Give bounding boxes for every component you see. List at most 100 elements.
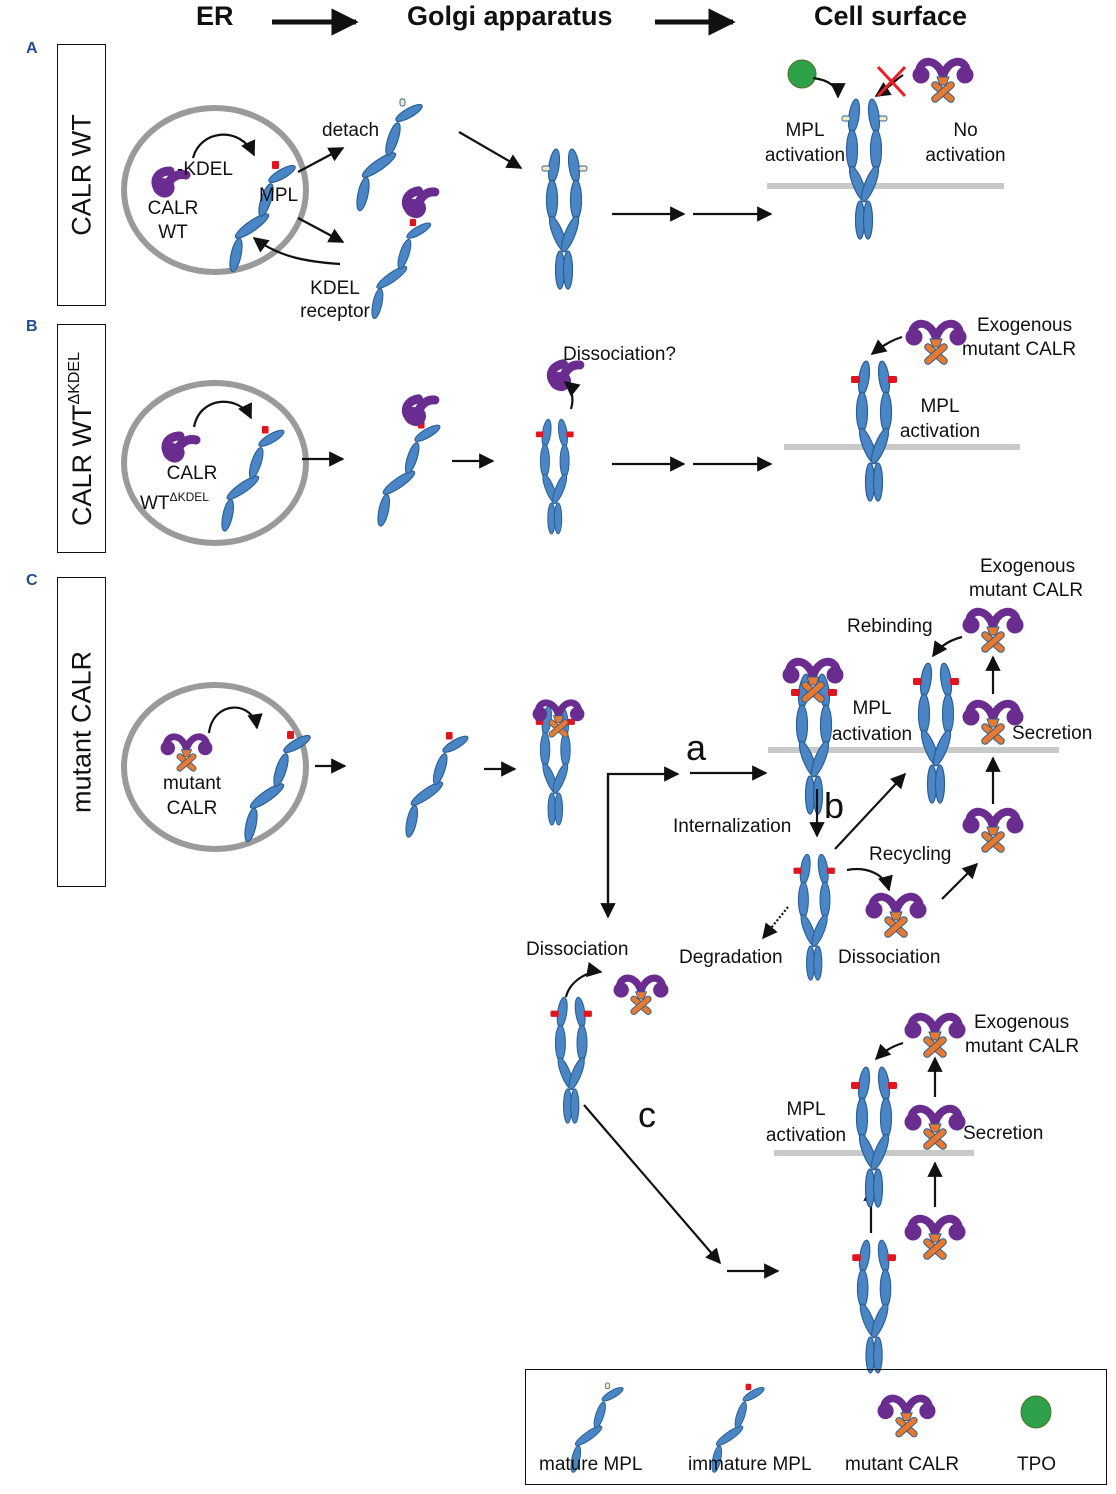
degradation-label: Degradation bbox=[679, 947, 783, 968]
internalization-label: Internalization bbox=[673, 816, 792, 837]
exogenous-label-line2: mutant CALR bbox=[962, 339, 1077, 360]
path-c-arrow bbox=[583, 1104, 722, 1265]
exogenous-bottom-label-line1: Exogenous bbox=[974, 1012, 1070, 1033]
detach-label: detach bbox=[322, 120, 380, 141]
mutant-calr-bound-glyph bbox=[533, 703, 585, 735]
exogenous-binding-arrow-c bbox=[874, 1041, 904, 1061]
legend: mature MPL immature MPL mutant CALR TPO bbox=[525, 1369, 1107, 1485]
dissociation-right-label: Dissociation bbox=[838, 947, 941, 968]
recycling-label: Recycling bbox=[869, 844, 952, 865]
exogenous-binding-arrow-b bbox=[870, 335, 903, 355]
panel-letter-a: A bbox=[26, 40, 38, 57]
mutant-calr-glyph bbox=[905, 1109, 966, 1146]
wt-deltakdel-label: WTΔKDEL bbox=[140, 486, 209, 515]
immature-mpl-glyph bbox=[376, 421, 442, 527]
path-a-label: a bbox=[686, 727, 707, 768]
mutant-calr-glyph bbox=[906, 324, 967, 361]
dissociated-mpl-dimer bbox=[551, 997, 592, 1123]
stage-header-golgi: Golgi apparatus bbox=[407, 1, 613, 31]
binding-arrow-b bbox=[192, 400, 252, 428]
block-x-icon bbox=[876, 65, 907, 98]
exogenous-mutant-calr-glyph bbox=[905, 1017, 966, 1054]
secretion-top-label: Secretion bbox=[1012, 723, 1093, 744]
cell-membrane-a bbox=[767, 183, 1004, 189]
recycling-arrow bbox=[846, 867, 893, 892]
wt-label: WT bbox=[140, 493, 170, 514]
kdel-label: -KDEL bbox=[177, 159, 233, 180]
panel-b-label: CALR WTΔKDEL bbox=[66, 352, 98, 526]
stage-header-cell-surface: Cell surface bbox=[814, 1, 968, 31]
immature-mpl-dimer-golgi bbox=[536, 419, 574, 534]
internalized-mpl-dimer bbox=[794, 854, 835, 980]
mutant-label: mutant bbox=[162, 773, 222, 794]
immature-mpl-glyph bbox=[404, 732, 470, 838]
panel-a-label-box: CALR WT bbox=[57, 44, 106, 306]
exogenous-mutant-calr-glyph bbox=[963, 612, 1024, 649]
wt-label: WT bbox=[158, 222, 188, 243]
branch-arrow-a bbox=[606, 766, 680, 915]
tpo-binding-arrow bbox=[812, 76, 846, 99]
dissociation-arrow-left bbox=[564, 961, 603, 998]
mpl-activation-top-label-line1: MPL bbox=[852, 698, 892, 719]
mpl-label: MPL bbox=[259, 185, 299, 206]
to-secretion-arrow bbox=[941, 862, 979, 900]
dissociated-mutant-calr-glyph bbox=[866, 897, 927, 934]
dissociation-left-label: Dissociation bbox=[526, 939, 629, 960]
legend-label-immature-mpl: immature MPL bbox=[688, 1454, 812, 1475]
deltakdel-sup: ΔKDEL bbox=[169, 490, 209, 504]
calr-wt-bound-glyph bbox=[402, 396, 439, 426]
er-membrane-c bbox=[121, 682, 309, 852]
secretion-bottom-label: Secretion bbox=[963, 1123, 1044, 1144]
path-b-label: b bbox=[824, 785, 845, 826]
to-golgi-bound-arrow bbox=[297, 217, 345, 243]
mpl-activation-bottom-label-line2: activation bbox=[765, 1125, 847, 1146]
legend-label-mutant-calr: mutant CALR bbox=[845, 1454, 960, 1475]
kdel-receptor-label-line2: receptor bbox=[300, 301, 370, 322]
tpo-icon bbox=[1020, 1395, 1052, 1429]
mpl-activation-label-line1: MPL bbox=[785, 120, 825, 141]
immature-mpl-dimer-golgi-c bbox=[852, 1240, 896, 1374]
panel-letter-b: B bbox=[26, 318, 38, 335]
activated-mpl-dimer-c bbox=[851, 1066, 897, 1207]
calr-label: CALR bbox=[166, 463, 218, 484]
cell-membrane-c-top bbox=[768, 747, 1059, 753]
no-activation-label-line1: No bbox=[953, 120, 978, 141]
binding-arrow-c bbox=[207, 706, 263, 734]
mpl-activation-label-line1: MPL bbox=[920, 396, 960, 417]
exogenous-label-line1: Exogenous bbox=[977, 315, 1073, 336]
to-golgi-arrow-a bbox=[458, 131, 523, 169]
dissociation-question-label: Dissociation? bbox=[563, 344, 676, 365]
mutant-calr-glyph bbox=[905, 1219, 966, 1256]
legend-label-mature-mpl: mature MPL bbox=[539, 1454, 643, 1475]
calr-label: CALR bbox=[166, 798, 218, 819]
panel-c-label: mutant CALR bbox=[66, 650, 96, 814]
mature-mpl-dimer-golgi bbox=[542, 148, 587, 289]
mpl-activation-label-line2: activation bbox=[899, 421, 981, 442]
panel-a-label: CALR WT bbox=[66, 114, 96, 236]
mpl-activation-top-label-line2: activation bbox=[831, 724, 913, 745]
detach-arrow bbox=[297, 147, 345, 173]
cell-membrane-b bbox=[784, 444, 1020, 450]
calr-wt-deltakdel-glyph bbox=[163, 436, 196, 461]
mutant-calr-glyph bbox=[913, 62, 974, 99]
kdel-receptor-label-line1: KDEL bbox=[310, 278, 360, 299]
stage-header-er: ER bbox=[196, 1, 234, 31]
path-c-label: c bbox=[638, 1094, 656, 1135]
rebinding-arrow bbox=[932, 635, 963, 658]
recycling-to-surface-arrow bbox=[834, 772, 907, 850]
mpl-activation-bottom-label-line1: MPL bbox=[786, 1099, 826, 1120]
mpl-activation-label-line2: activation bbox=[764, 145, 846, 166]
dissociation-arrow-b bbox=[563, 381, 581, 410]
panel-letter-c: C bbox=[26, 572, 38, 589]
binding-arrow-a bbox=[191, 133, 256, 159]
legend-label-tpo: TPO bbox=[1017, 1454, 1057, 1475]
exogenous-bottom-label-line2: mutant CALR bbox=[965, 1036, 1080, 1057]
panel-c-label-box: mutant CALR bbox=[57, 577, 106, 887]
rebinding-label: Rebinding bbox=[847, 616, 933, 637]
calr-label: CALR bbox=[147, 198, 199, 219]
dissociated-mutant-calr-glyph bbox=[614, 978, 669, 1011]
exogenous-top-label-line2: mutant CALR bbox=[969, 580, 1084, 601]
tpo-glyph bbox=[787, 59, 817, 89]
degradation-arrow bbox=[762, 906, 789, 940]
